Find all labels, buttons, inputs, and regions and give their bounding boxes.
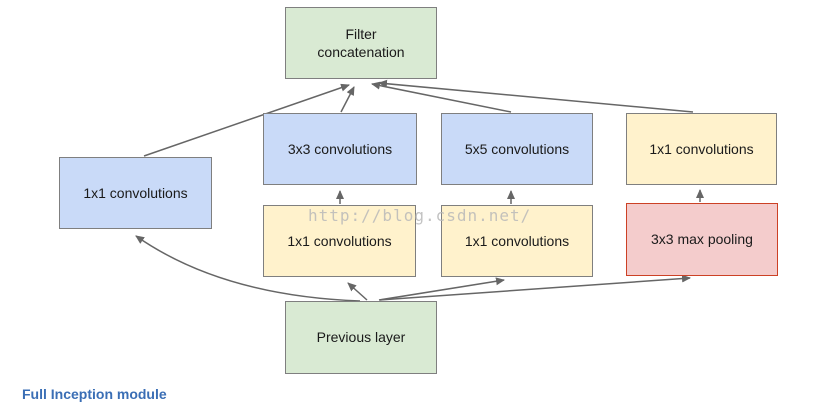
edge-previous-to-conv1x1-left [135,235,361,302]
node-conv1x1-middle-right: 1x1 convolutions [441,205,593,277]
edge-previous-to-conv1x1-mid2 [378,277,505,301]
edge-conv1x1-right-to-filter-concat [378,79,694,113]
edge-conv1x1-left-to-filter-concat [143,83,350,157]
node-conv5x5: 5x5 convolutions [441,113,593,185]
node-maxpool: 3x3 max pooling [626,203,778,276]
node-conv1x1-middle-left: 1x1 convolutions [263,205,416,277]
node-label: 3x3 max pooling [651,231,753,248]
node-conv3x3: 3x3 convolutions [263,113,417,185]
node-label: 1x1 convolutions [464,232,570,249]
node-label: 1x1 convolutions [287,232,392,249]
node-label: Previous layer [316,329,406,346]
node-label: 3x3 convolutions [287,140,393,157]
edge-conv5x5-to-filter-concat [371,81,512,113]
node-conv1x1-left: 1x1 convolutions [59,157,212,229]
node-previous-layer: Previous layer [285,301,437,374]
diagram-caption: Full Inception module [22,386,167,402]
node-conv1x1-right: 1x1 convolutions [626,113,777,185]
node-label: 5x5 convolutions [464,140,570,157]
node-label: 1x1 convolutions [649,140,754,157]
edge-previous-to-conv1x1-mid1 [347,282,368,301]
node-filter-concatenation: Filter concatenation [285,7,437,79]
edge-conv3x3-to-filter-concat [340,86,355,113]
edge-previous-to-maxpool [379,274,691,301]
node-label: 1x1 convolutions [83,184,188,201]
node-label: Filter concatenation [317,25,405,60]
